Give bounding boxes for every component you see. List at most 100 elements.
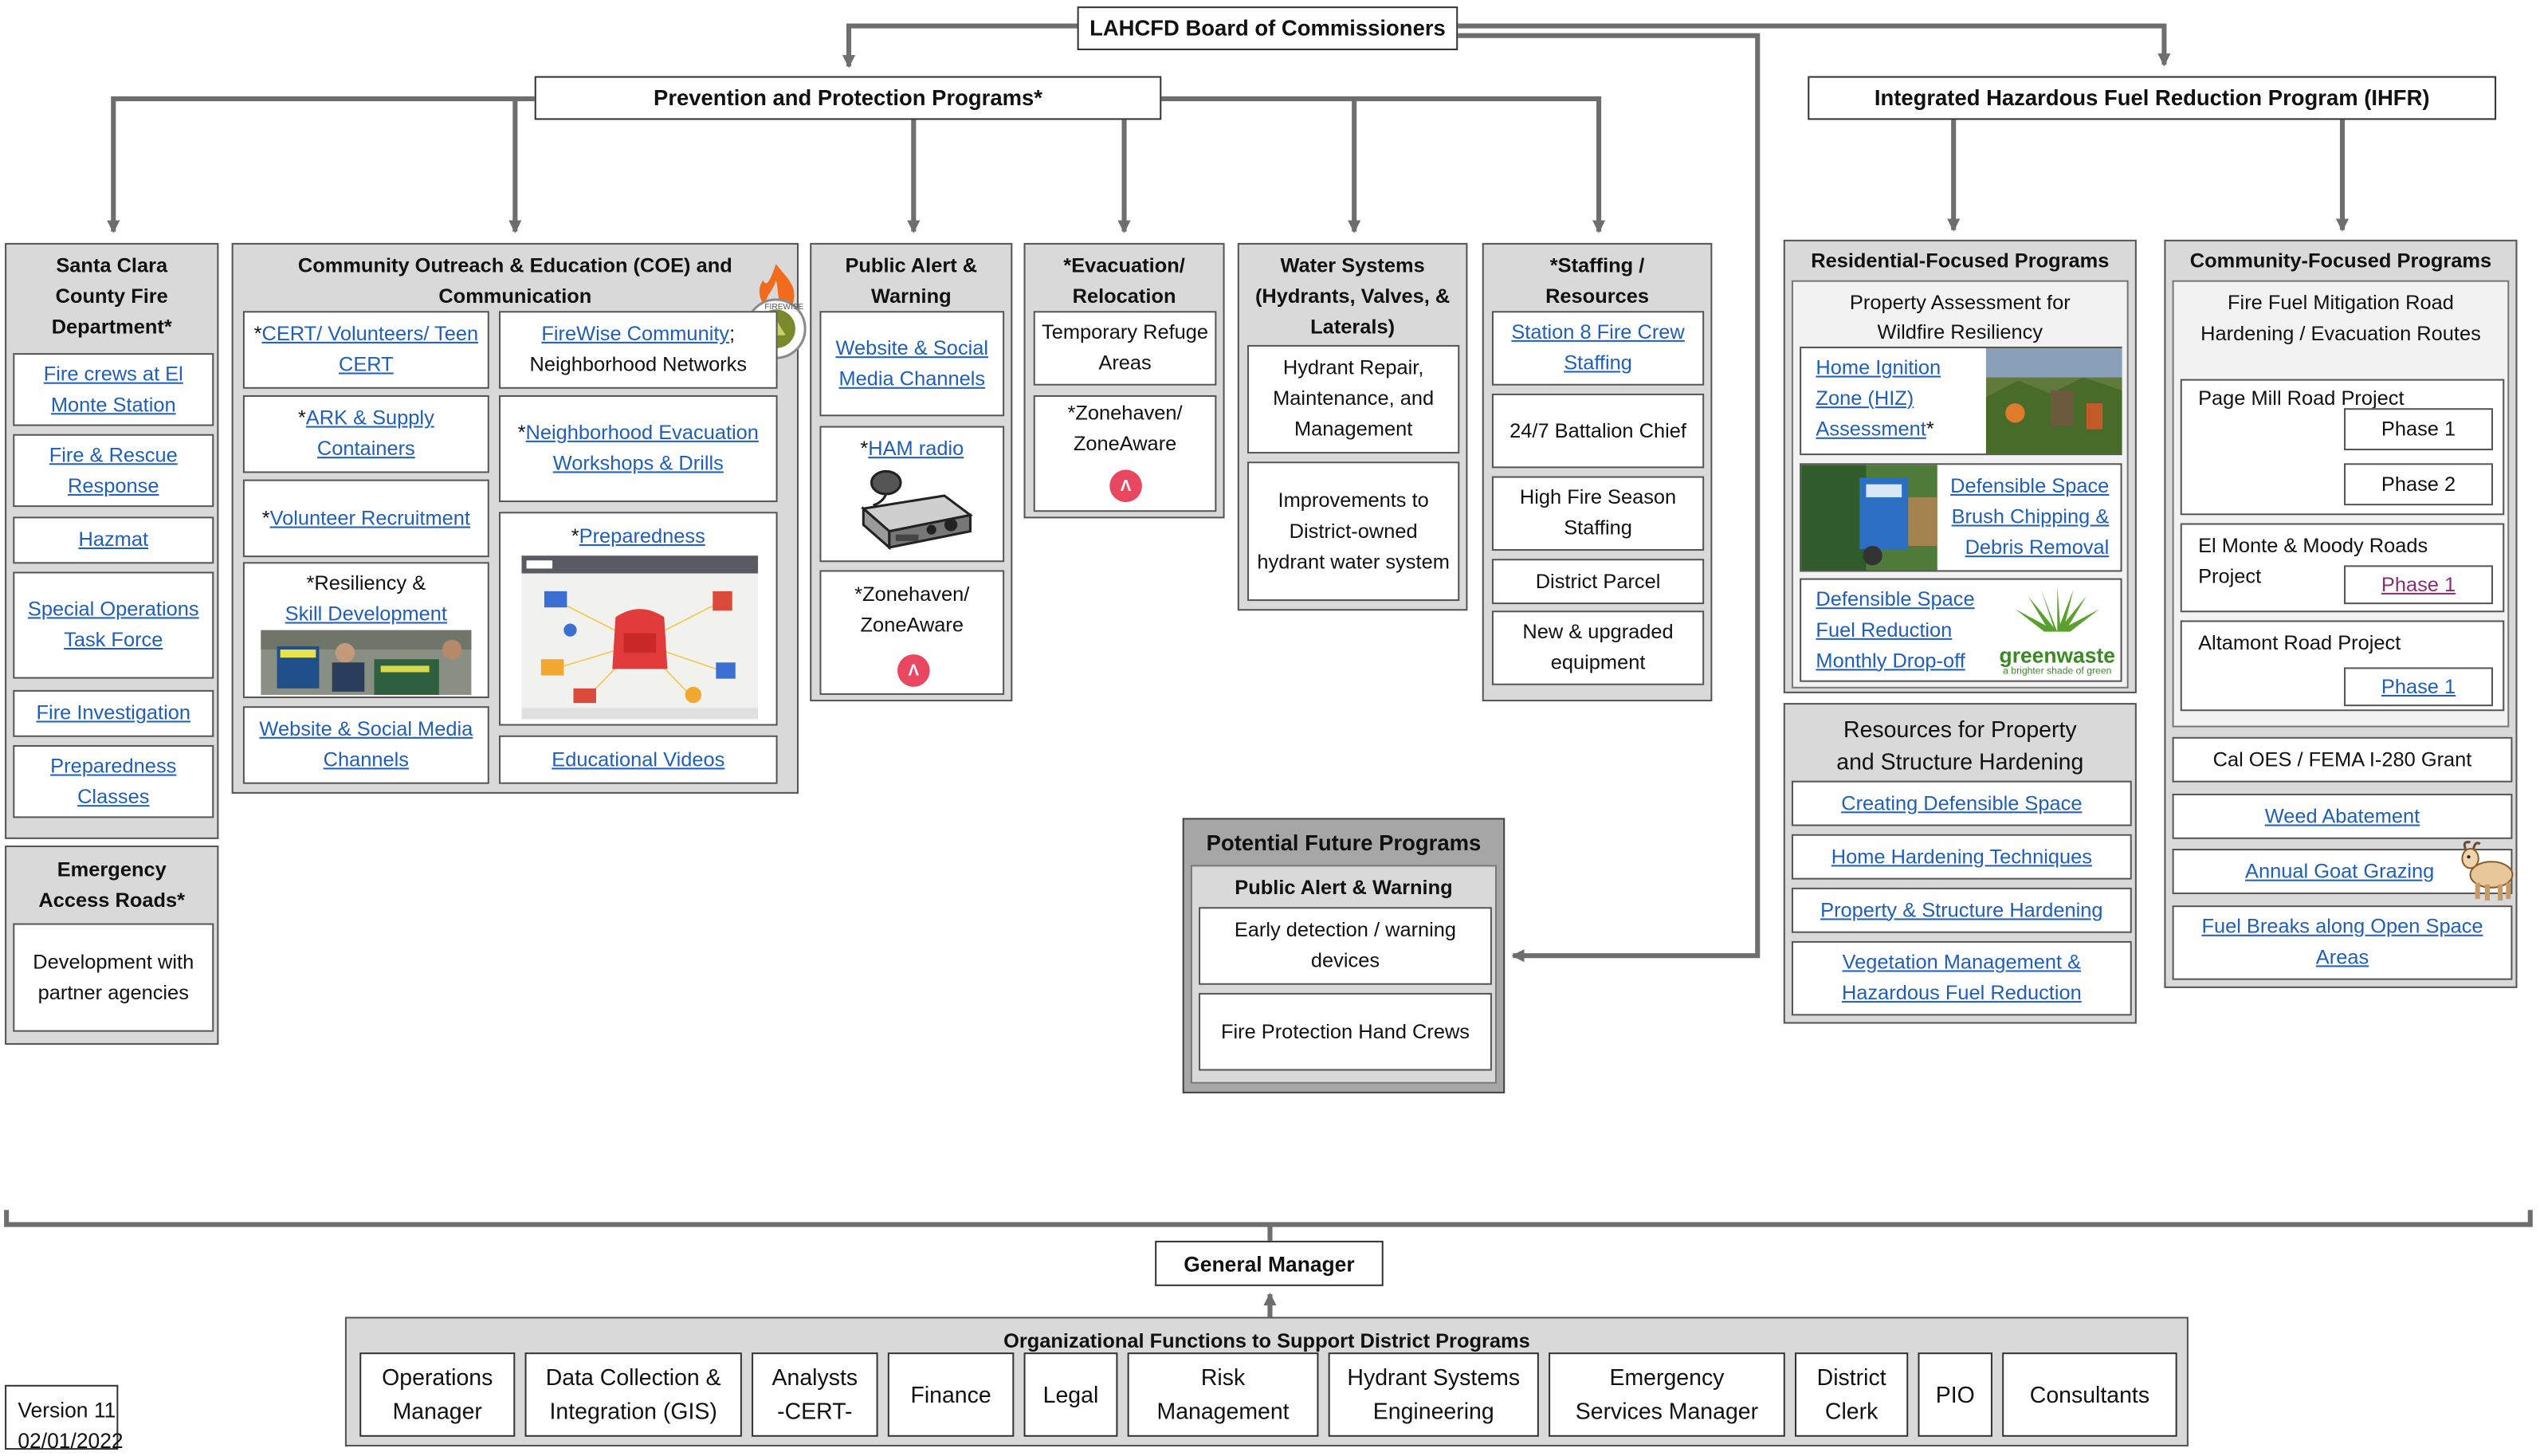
fuel-breaks-box[interactable]: Fuel Breaks along Open Space Areas bbox=[2172, 905, 2513, 980]
firewise-link[interactable]: FireWise Community bbox=[541, 322, 730, 345]
early-detection-text: Early detection / warning devices bbox=[1234, 918, 1457, 972]
ark-box[interactable]: *ARK & Supply Containers bbox=[242, 394, 489, 473]
cal-oes-text: Cal OES / FEMA I-280 Grant bbox=[2212, 747, 2472, 771]
future-programs-group: Potential Future Programs Public Alert &… bbox=[1182, 818, 1506, 1093]
firewise-rest: ; Neighborhood Networks bbox=[529, 322, 748, 376]
defensible-space-box[interactable]: Creating Defensible Space bbox=[1791, 780, 2132, 826]
training-photo-image bbox=[261, 630, 472, 695]
cert-box[interactable]: *CERT/ Volunteers/ Teen CERT bbox=[242, 311, 489, 389]
ham-radio-link[interactable]: HAM radio bbox=[868, 437, 964, 461]
alert-website-box[interactable]: Website & Social Media Channels bbox=[819, 311, 1005, 417]
defensible-space-link[interactable]: Creating Defensible Space bbox=[1841, 791, 2083, 814]
preparedness-classes-link[interactable]: Preparedness Classes bbox=[13, 744, 214, 818]
emergency-access-title: Emergency Access Roads* bbox=[38, 858, 186, 912]
fire-investigation-link-text[interactable]: Fire Investigation bbox=[36, 701, 191, 724]
hazmat-link[interactable]: Hazmat bbox=[13, 516, 214, 564]
zonehaven-logo-icon: Λ bbox=[1109, 469, 1142, 503]
weed-abatement-box[interactable]: Weed Abatement bbox=[2172, 793, 2513, 839]
fire-crews-link-text[interactable]: Fire crews at El Monte Station bbox=[43, 362, 183, 416]
dropoff-link[interactable]: Defensible Space Fuel Reduction Monthly … bbox=[1816, 587, 1975, 672]
fuel-breaks-link[interactable]: Fuel Breaks along Open Space Areas bbox=[2201, 915, 2483, 969]
resiliency-box[interactable]: *Resiliency &Skill Development bbox=[242, 562, 489, 699]
sccfd-group: Santa Clara County Fire Department* Fire… bbox=[5, 242, 219, 839]
home-hardening-link[interactable]: Home Hardening Techniques bbox=[1831, 844, 2092, 868]
dropoff-box[interactable]: Defensible Space Fuel Reduction Monthly … bbox=[1800, 578, 2122, 682]
skill-development-link[interactable]: Skill Development bbox=[285, 602, 448, 626]
neighborhood-box[interactable]: *Neighborhood Evacuation Workshops & Dri… bbox=[499, 394, 778, 503]
page-mill-phase2: Phase 2 bbox=[2344, 463, 2494, 506]
preparedness-box[interactable]: *Preparedness bbox=[499, 512, 778, 726]
org-legal: Legal bbox=[1023, 1352, 1118, 1437]
special-ops-link[interactable]: Special Operations Task Force bbox=[13, 571, 214, 679]
page-mill-phase1-text: Phase 1 bbox=[2381, 417, 2456, 440]
battalion-chief-box: 24/7 Battalion Chief bbox=[1491, 393, 1705, 469]
org-risk-management: Risk Management bbox=[1127, 1352, 1319, 1437]
special-ops-link-text[interactable]: Special Operations Task Force bbox=[27, 597, 199, 652]
fire-rescue-link[interactable]: Fire & Rescue Response bbox=[13, 434, 214, 508]
neighborhood-link[interactable]: Neighborhood Evacuation Workshops & Dril… bbox=[525, 421, 759, 475]
altamont-phase1-link[interactable]: Phase 1 bbox=[2381, 674, 2456, 697]
greenwaste-tagline: a brighter shade of green bbox=[2003, 667, 2112, 677]
volunteer-box[interactable]: *Volunteer Recruitment bbox=[242, 479, 489, 558]
chipping-link[interactable]: Defensible Space Brush Chipping & Debris… bbox=[1950, 474, 2110, 559]
org-emergency-services: Emergency Services Manager bbox=[1549, 1352, 1785, 1437]
alert-zonehaven-box: *Zonehaven/ ZoneAware Λ bbox=[819, 570, 1005, 695]
altamont-text: Altamont Road Project bbox=[2198, 631, 2401, 655]
fire-investigation-link[interactable]: Fire Investigation bbox=[13, 689, 214, 737]
station8-box[interactable]: Station 8 Fire Crew Staffing bbox=[1491, 311, 1705, 386]
preparedness-classes-link-text[interactable]: Preparedness Classes bbox=[50, 754, 177, 808]
org-data-collection: Data Collection & Integration (GIS) bbox=[524, 1352, 742, 1437]
coe-website-link[interactable]: Website & Social Media Channels bbox=[259, 717, 473, 771]
coe-website-box[interactable]: Website & Social Media Channels bbox=[242, 706, 489, 784]
hiz-link[interactable]: Home Ignition Zone (HIZ) Assessment bbox=[1816, 356, 1941, 441]
greenwaste-logo: greenwaste a brighter shade of green bbox=[1996, 586, 2118, 677]
zonehaven-logo-icon: Λ bbox=[897, 654, 930, 687]
fire-crews-link[interactable]: Fire crews at El Monte Station bbox=[13, 353, 214, 426]
ham-radio-box[interactable]: *HAM radio bbox=[819, 426, 1005, 563]
district-parcel-text: District Parcel bbox=[1535, 569, 1661, 592]
fire-rescue-link-text[interactable]: Fire & Rescue Response bbox=[49, 442, 178, 496]
hydrant-improvements-text: Improvements to District-owned hydrant w… bbox=[1257, 488, 1450, 573]
altamont-phase1[interactable]: Phase 1 bbox=[2344, 667, 2494, 707]
el-monte-phase1[interactable]: Phase 1 bbox=[2344, 565, 2494, 605]
alert-website-link[interactable]: Website & Social Media Channels bbox=[835, 336, 989, 390]
development-partner-text: Development with partner agencies bbox=[33, 950, 194, 1004]
station8-link[interactable]: Station 8 Fire Crew Staffing bbox=[1511, 320, 1685, 375]
structure-hardening-box[interactable]: Property & Structure Hardening bbox=[1791, 887, 2132, 933]
battalion-chief-text: 24/7 Battalion Chief bbox=[1509, 418, 1686, 442]
org-consultants: Consultants bbox=[2002, 1352, 2177, 1437]
hydrant-repair-box: Hydrant Repair, Maintenance, and Managem… bbox=[1247, 344, 1460, 454]
firewise-box[interactable]: FireWise Community; Neighborhood Network… bbox=[499, 311, 778, 389]
staffing-title: *Staffing / Resources bbox=[1545, 254, 1650, 308]
goat-grazing-link[interactable]: Annual Goat Grazing bbox=[2245, 859, 2435, 882]
goat-grazing-box[interactable]: Annual Goat Grazing bbox=[2172, 849, 2513, 894]
volunteer-link[interactable]: Volunteer Recruitment bbox=[269, 506, 470, 529]
ark-link[interactable]: ARK & Supply Containers bbox=[305, 406, 434, 461]
weed-abatement-link[interactable]: Weed Abatement bbox=[2264, 804, 2420, 827]
future-alert-panel: Public Alert & Warning Early detection /… bbox=[1190, 865, 1498, 1084]
water-systems-group: Water Systems (Hydrants, Valves, & Later… bbox=[1237, 242, 1468, 611]
hiz-box[interactable]: Home Ignition Zone (HIZ) Assessment* bbox=[1800, 346, 2122, 456]
preparedness-link[interactable]: Preparedness bbox=[579, 524, 705, 547]
org-hydrant-engineering: Hydrant Systems Engineering bbox=[1328, 1352, 1539, 1437]
org-pio: PIO bbox=[1918, 1352, 1992, 1437]
educational-videos-box[interactable]: Educational Videos bbox=[499, 735, 778, 784]
general-manager-box: General Manager bbox=[1155, 1240, 1384, 1286]
public-alert-group: Public Alert & Warning Website & Social … bbox=[810, 242, 1013, 702]
altamont-box: Altamont Road Project Phase 1 bbox=[2180, 620, 2505, 712]
temporary-refuge-text: Temporary Refuge Areas bbox=[1042, 320, 1209, 375]
home-hardening-box[interactable]: Home Hardening Techniques bbox=[1791, 834, 2132, 880]
vegetation-link[interactable]: Vegetation Management & Hazardous Fuel R… bbox=[1841, 951, 2082, 1005]
community-group: Community-Focused Programs Fire Fuel Mit… bbox=[2164, 239, 2518, 988]
cert-link[interactable]: CERT/ Volunteers/ Teen CERT bbox=[261, 322, 479, 376]
el-monte-phase1-link[interactable]: Phase 1 bbox=[2381, 572, 2456, 595]
structure-hardening-link[interactable]: Property & Structure Hardening bbox=[1820, 898, 2103, 921]
org-functions-title: Organizational Functions to Support Dist… bbox=[1003, 1329, 1530, 1353]
hazmat-link-text[interactable]: Hazmat bbox=[78, 528, 149, 551]
version-date: 02/01/2022 bbox=[18, 1428, 124, 1454]
educational-videos-link[interactable]: Educational Videos bbox=[552, 747, 725, 771]
vegetation-box[interactable]: Vegetation Management & Hazardous Fuel R… bbox=[1791, 940, 2132, 1016]
district-parcel-box: District Parcel bbox=[1491, 559, 1705, 605]
chipping-box[interactable]: Defensible Space Brush Chipping & Debris… bbox=[1800, 463, 2122, 572]
